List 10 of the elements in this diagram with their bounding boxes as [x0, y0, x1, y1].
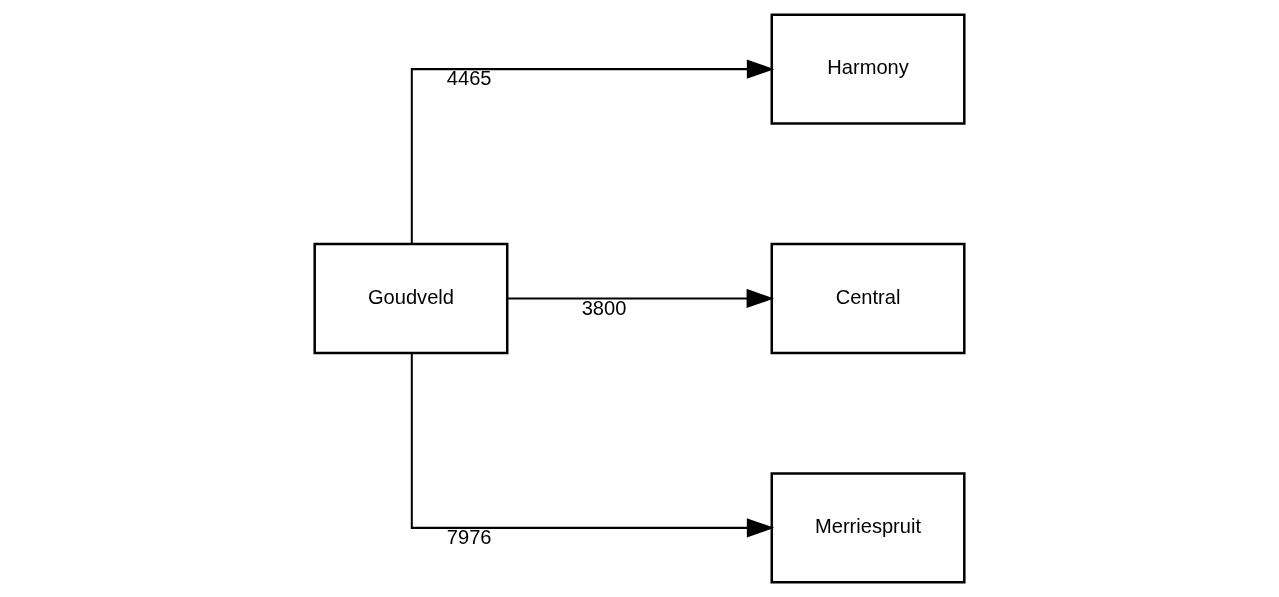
node-box: Goudveld — [313, 242, 509, 355]
arrow — [410, 353, 775, 538]
edge-label: 7976 — [446, 525, 492, 548]
edge-label: 3800 — [581, 296, 627, 319]
arrow — [507, 288, 775, 309]
node-box: Central — [770, 242, 966, 355]
arrow — [410, 59, 775, 244]
node-box: Merriespruit — [770, 472, 966, 584]
node-box: Harmony — [770, 13, 966, 125]
edge-label: 4465 — [446, 67, 492, 90]
